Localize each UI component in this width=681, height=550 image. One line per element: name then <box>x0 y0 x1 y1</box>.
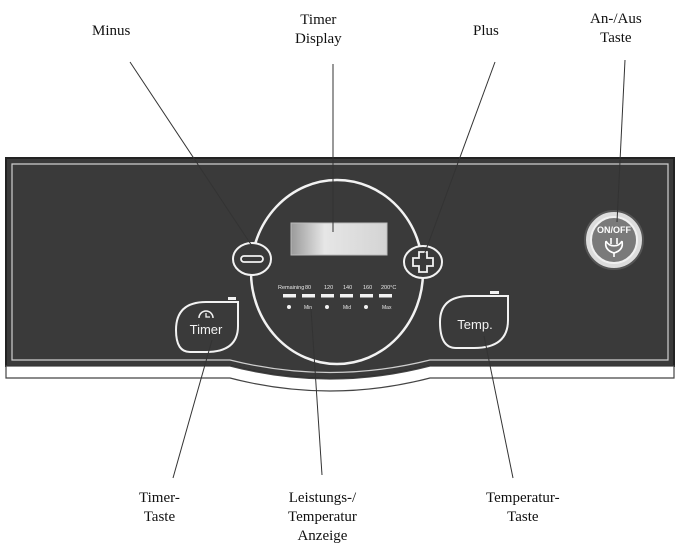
power-plug-icon <box>604 238 624 257</box>
leader-line-minus <box>129 61 253 247</box>
leader-line-timer-key <box>172 339 213 479</box>
plus-button[interactable] <box>403 245 443 279</box>
callout-minus-line1: Minus <box>92 23 131 39</box>
timer-button[interactable]: Timer <box>174 297 239 353</box>
indicator-dot <box>325 305 329 309</box>
indicator-dots <box>287 305 368 309</box>
scale-label: 160 <box>363 285 372 291</box>
scale-label: Remaining <box>278 285 304 291</box>
callout-temp-key-line2: Taste <box>507 509 539 525</box>
leader-lines <box>129 59 626 479</box>
callout-timer-display-line1: Timer <box>300 12 337 28</box>
leader-line-indicator <box>310 308 323 476</box>
indicator-bar <box>302 294 315 298</box>
plus-icon <box>412 251 434 273</box>
callout-temp-key: Temperatur- Taste <box>486 489 560 527</box>
indicator-bar <box>360 294 373 298</box>
callout-timer-key-line1: Timer- <box>139 490 180 506</box>
indicator-dot <box>287 305 291 309</box>
callout-timer-display: Timer Display <box>295 11 342 49</box>
callout-timer-display-line2: Display <box>295 31 342 47</box>
callout-timer-key-line2: Taste <box>143 509 176 525</box>
indicator-dot <box>364 305 368 309</box>
control-panel <box>5 157 675 380</box>
callout-indicator-line2: Temperatur <box>288 509 357 525</box>
callout-temp-key-line1: Temperatur- <box>486 490 560 506</box>
callout-indicator: Leistungs-/ Temperatur Anzeige <box>288 489 357 546</box>
timer-button-label: Timer <box>190 322 223 337</box>
callout-minus: Minus <box>92 22 130 41</box>
scale-sub-label: Min <box>304 305 312 311</box>
callout-indicator-line1: Leistungs-/ <box>288 490 357 506</box>
scale-sub-label: Mid <box>343 305 351 311</box>
scale-sub-label: Max <box>382 305 392 311</box>
indicator-bar <box>321 294 334 298</box>
temp-button[interactable]: Temp. <box>438 291 509 349</box>
onoff-button-label: ON/OFF <box>597 225 631 235</box>
callout-timer-key: Timer- Taste <box>139 489 180 527</box>
timer-button-corner-mark <box>228 297 236 300</box>
callout-plus-line1: Plus <box>473 23 499 39</box>
callout-plus: Plus <box>473 22 499 41</box>
scale-sub-labels: Min Mid Max <box>304 305 392 311</box>
scale-label: 140 <box>343 285 352 291</box>
temp-button-corner-mark <box>490 291 499 294</box>
panel-bottom-wave <box>5 365 675 392</box>
clock-icon <box>198 310 214 319</box>
indicator-bar <box>283 294 296 298</box>
scale-label: 80 <box>305 285 311 291</box>
leader-line-plus <box>422 61 496 259</box>
scale-label: 120 <box>324 285 333 291</box>
callout-onoff-line1: An-/Aus <box>590 11 642 27</box>
callout-onoff: An-/Aus Taste <box>590 10 642 48</box>
onoff-button[interactable]: ON/OFF <box>584 210 644 270</box>
indicator-bars <box>283 294 392 298</box>
leader-line-temp-key <box>483 335 514 479</box>
indicator-bar <box>379 294 392 298</box>
callout-onoff-line2: Taste <box>600 30 632 46</box>
temp-button-label: Temp. <box>457 317 492 332</box>
minus-button[interactable] <box>232 242 272 276</box>
callout-indicator-line3: Anzeige <box>297 528 348 544</box>
minus-icon <box>240 255 264 263</box>
leader-line-onoff <box>616 59 626 223</box>
panel-inner-edge <box>11 163 669 374</box>
power-temperature-scale: Remaining 80 120 140 160 200°C <box>278 285 396 291</box>
indicator-bar <box>340 294 353 298</box>
timer-display-window <box>290 222 388 256</box>
scale-label: 200°C <box>381 285 396 291</box>
